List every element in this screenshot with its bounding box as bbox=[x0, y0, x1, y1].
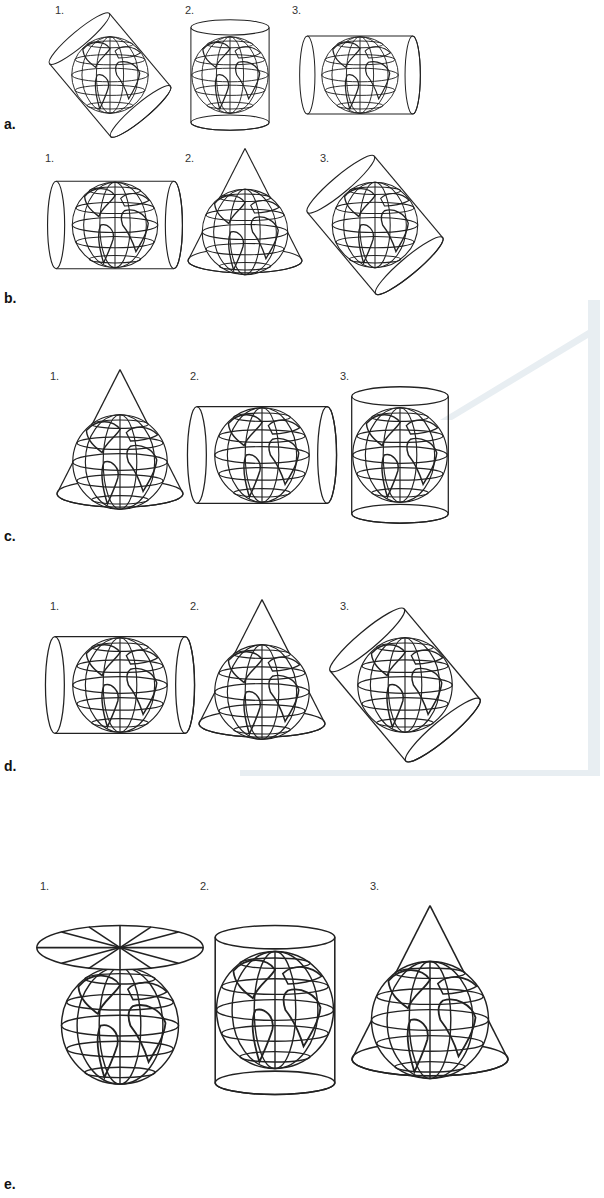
figure-number: 2. bbox=[200, 880, 209, 892]
figure-number: 3. bbox=[292, 4, 301, 16]
row-letter: e. bbox=[4, 1176, 16, 1192]
figure-number: 3. bbox=[320, 152, 329, 164]
figure-number: 1. bbox=[40, 880, 49, 892]
figure-number: 2. bbox=[190, 370, 199, 382]
row-letter: c. bbox=[4, 528, 16, 544]
figure-number: 1. bbox=[45, 152, 54, 164]
figure-number: 1. bbox=[50, 600, 59, 612]
figure-number: 3. bbox=[340, 370, 349, 382]
figure-number: 1. bbox=[55, 4, 64, 16]
figure-number: 1. bbox=[50, 370, 59, 382]
figure-number: 2. bbox=[185, 152, 194, 164]
figure-number: 3. bbox=[370, 880, 379, 892]
figure-number: 2. bbox=[185, 4, 194, 16]
figure-number: 2. bbox=[190, 600, 199, 612]
figure-number: 3. bbox=[340, 600, 349, 612]
row-letter: b. bbox=[4, 290, 16, 306]
row-letter: d. bbox=[4, 758, 16, 774]
row-letter: a. bbox=[4, 116, 16, 132]
